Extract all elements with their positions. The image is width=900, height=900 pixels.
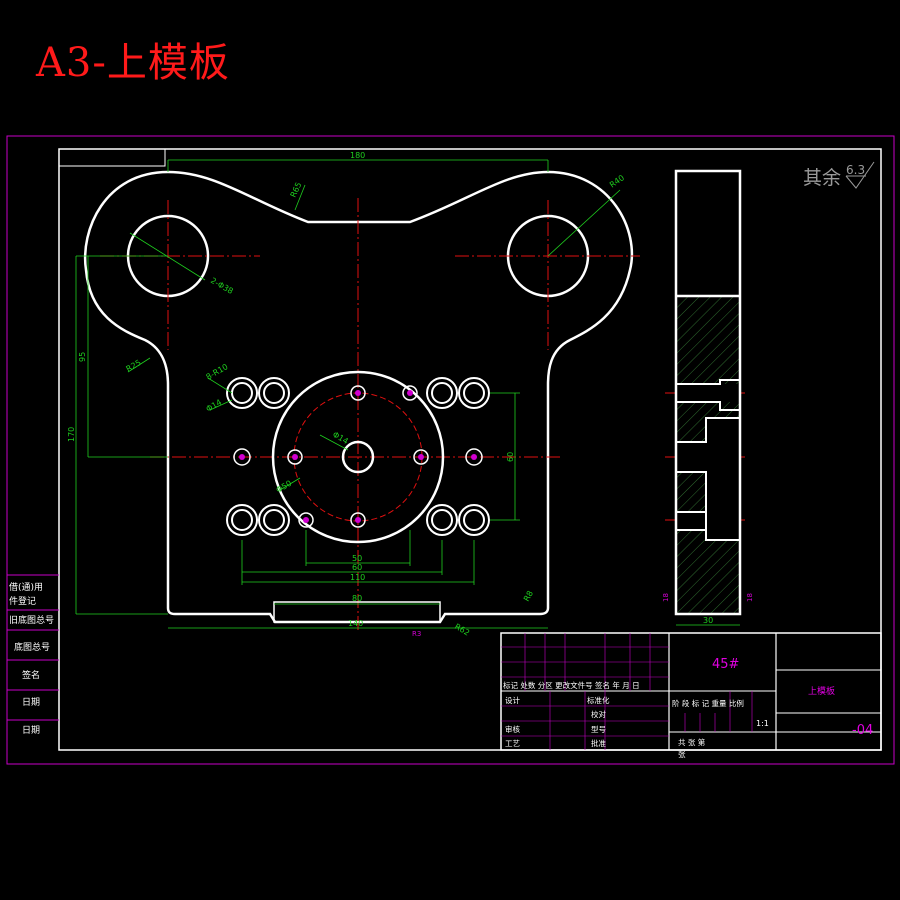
dim-d38: 2-Φ38 xyxy=(209,276,235,296)
rev-headers: 标记 处数 分区 更改文件号 签名 年 月 日 xyxy=(503,680,640,690)
dim-30: 30 xyxy=(703,616,713,625)
dim-r62: R62 xyxy=(453,622,471,638)
side-label: 借(通)用 xyxy=(9,581,43,593)
dimension-lines xyxy=(75,159,740,629)
side-label: 日期 xyxy=(22,697,40,708)
dim-d14b: Φ14 xyxy=(331,430,350,446)
dim-180: 180 xyxy=(350,151,365,160)
dim-r25: R25 xyxy=(125,358,143,374)
side-label: 日期 xyxy=(22,725,40,736)
dim-140: 140 xyxy=(348,619,363,628)
counterbore-holes xyxy=(226,377,490,536)
dim-170: 170 xyxy=(67,427,76,442)
dim-r65: R65 xyxy=(289,181,304,199)
finish-r3: R3 xyxy=(412,630,421,638)
side-label: 旧底图总号 xyxy=(9,614,54,626)
dim-95: 95 xyxy=(78,352,87,362)
scale: 1:1 xyxy=(756,719,769,728)
material: 45# xyxy=(712,657,739,672)
side-label: 底图总号 xyxy=(14,641,50,653)
finish-18b: 18 xyxy=(746,593,754,602)
side-label: 签名 xyxy=(22,669,40,681)
dim-r10: 8-R10 xyxy=(205,362,230,382)
center-boss xyxy=(271,370,445,544)
dim-50: 50 xyxy=(352,554,362,563)
dim-r40: R40 xyxy=(608,173,626,189)
drawing-number: -04 xyxy=(852,723,873,738)
screw-holes xyxy=(233,385,483,528)
corner-box xyxy=(58,148,166,167)
dim-80: 80 xyxy=(352,594,362,603)
center-hole xyxy=(341,440,375,474)
dim-d14: Φ14 xyxy=(205,398,224,414)
plate-outline xyxy=(83,170,634,624)
sheet-count-2: 张 xyxy=(678,750,686,759)
bottom-slot xyxy=(273,601,441,623)
sheet-count: 共 张 第 xyxy=(678,737,706,747)
section-view xyxy=(674,169,742,616)
label-standardize: 标准化 xyxy=(587,695,610,705)
label-review: 审核 xyxy=(505,724,520,734)
label-approve: 批准 xyxy=(591,738,606,748)
side-label-column: 借(通)用 件登记 旧底图总号 底图总号 签名 日期 日期 xyxy=(7,574,59,736)
part-name: 上模板 xyxy=(808,685,835,697)
stage-headers: 阶 段 标 记 重量 比例 xyxy=(672,698,744,708)
dim-60h: 60 xyxy=(352,563,362,572)
label-proofread: 校对 xyxy=(591,709,606,719)
label-design: 设计 xyxy=(505,695,520,705)
finish-marks: R3 18 18 xyxy=(412,593,754,638)
dimension-texts: 180 R65 R40 2-Φ38 R25 95 170 8-R10 Φ14 Φ… xyxy=(67,151,713,638)
side-label: 件登记 xyxy=(9,595,36,607)
roughness-icon xyxy=(845,161,875,189)
finish-18: 18 xyxy=(662,593,670,602)
drawing-title: A3-上模板 xyxy=(36,40,230,86)
dim-60: 60 xyxy=(506,452,515,462)
roughness-prefix: 其余 xyxy=(803,167,841,189)
outer-border xyxy=(6,135,895,765)
roughness-value: 6.3 xyxy=(846,163,865,177)
inner-frame xyxy=(58,148,882,751)
screw-hole-centers xyxy=(239,390,477,523)
dim-r8: R8 xyxy=(522,589,535,603)
label-pattern: 型号 xyxy=(591,725,606,734)
title-block: 45# 上模板 -04 1:1 标记 处数 分区 更改文件号 签名 年 月 日 … xyxy=(500,632,882,759)
center-lines xyxy=(100,198,745,632)
label-process: 工艺 xyxy=(505,739,520,748)
dim-110: 110 xyxy=(350,573,365,582)
